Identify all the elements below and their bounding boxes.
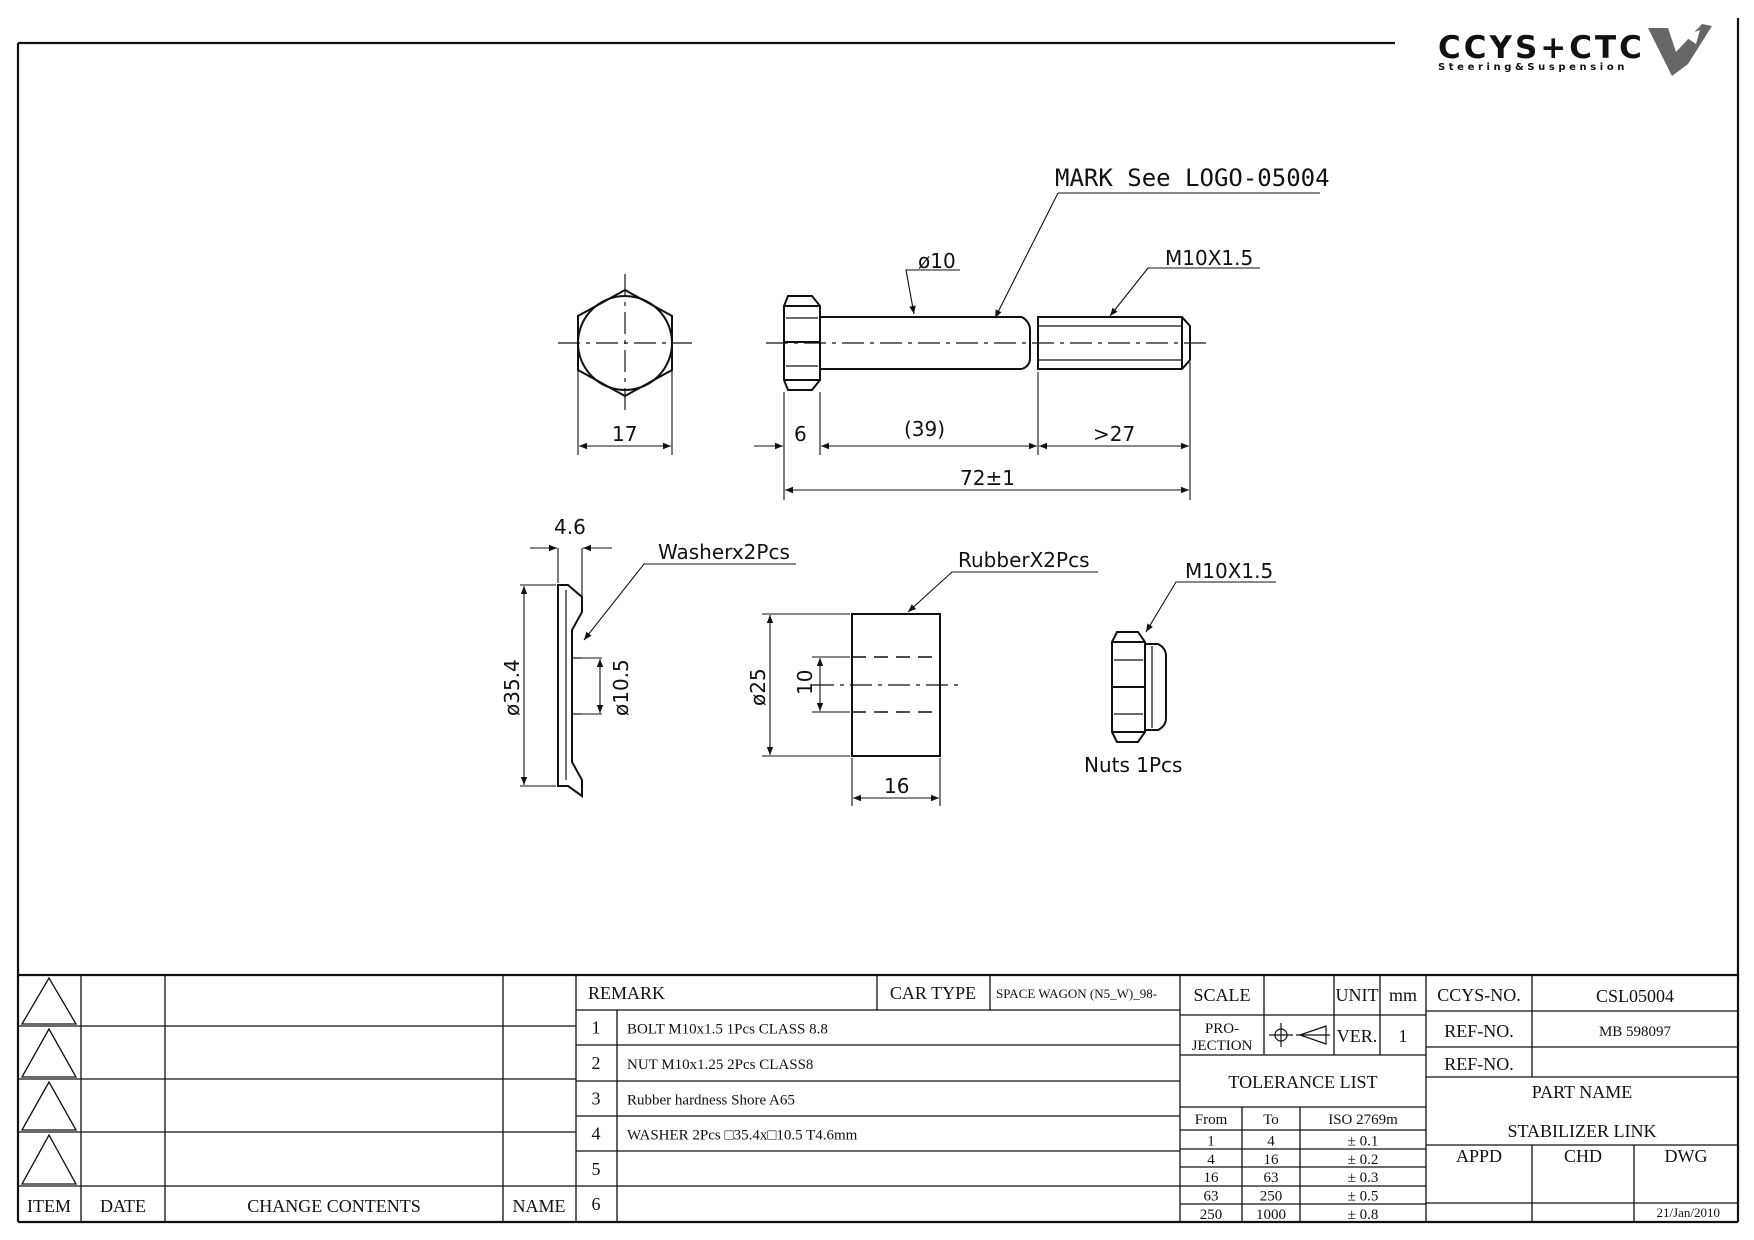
dim-rubber-od: ø25	[746, 668, 770, 706]
tolerance-cell-from: 16	[1204, 1170, 1220, 1186]
dim-washer-id: ø10.5	[609, 659, 633, 716]
remark-header: REMARK	[588, 983, 665, 1003]
tolerance-cell-to: 1000	[1256, 1207, 1286, 1223]
tolerance-cell-tol: ± 0.8	[1348, 1207, 1379, 1223]
revision-triangle-icon	[20, 1080, 78, 1131]
dim-washer-od: ø35.4	[500, 659, 524, 716]
callout-nuts: Nuts 1Pcs	[1084, 753, 1182, 777]
dwg-label: DWG	[1665, 1146, 1708, 1166]
tolerance-cell-tol: ± 0.3	[1348, 1170, 1379, 1186]
header-name: NAME	[513, 1196, 566, 1216]
remark-rows: 1 BOLT M10x1.5 1Pcs CLASS 8.8 2 NUT M10x1.2…	[592, 1018, 858, 1215]
title-block-right: CCYS-NO. CSL05004 REF-NO. MB 598097 REF-…	[1437, 985, 1720, 1220]
revision-triangle-icon	[20, 1133, 78, 1185]
tolerance-cell-tol: ± 0.5	[1348, 1189, 1379, 1205]
company-logo: CCYS+CTC Steering&Suspension	[1438, 24, 1712, 76]
dim-rubber-length: 16	[884, 774, 909, 798]
dim-overall-length: 72±1	[960, 466, 1015, 490]
appd-label: APPD	[1456, 1146, 1502, 1166]
dim-washer-thickness: 4.6	[554, 515, 586, 539]
scale-label: SCALE	[1193, 985, 1250, 1005]
remark-row-text: WASHER 2Pcs □35.4x□10.5 T4.6mm	[627, 1128, 858, 1144]
bolt-side-view: MARK See LOGO-05004 ø10 M10X1.5 6 (39) >…	[754, 164, 1330, 500]
callout-washer: Washerx2Pcs	[658, 540, 790, 564]
ref-no2-label: REF-NO.	[1444, 1054, 1514, 1074]
remark-row-number: 4	[592, 1124, 601, 1144]
callout-shank-dia: ø10	[918, 249, 956, 273]
remark-row-number: 1	[592, 1018, 601, 1038]
tolerance-header-to: To	[1263, 1112, 1279, 1128]
dim-hex-width: 17	[612, 422, 637, 446]
ver-label: VER.	[1337, 1026, 1378, 1046]
remark-row-text: Rubber hardness Shore A65	[627, 1092, 795, 1108]
remark-block: REMARK CAR TYPE SPACE WAGON (N5_W)_98- 1…	[588, 983, 1157, 1214]
header-item: ITEM	[27, 1196, 71, 1216]
tolerance-cell-from: 63	[1204, 1189, 1219, 1205]
logo-tagline: Steering&Suspension	[1438, 62, 1628, 73]
car-type-label: CAR TYPE	[890, 983, 976, 1003]
car-type-value: SPACE WAGON (N5_W)_98-	[996, 986, 1157, 1001]
tolerance-cell-to: 4	[1267, 1133, 1275, 1149]
tolerance-rows: 1 4 ± 0.1 4 16 ± 0.2 16 63 ± 0.3 63 250 ± 0.5 250 100…	[1200, 1133, 1379, 1223]
logo-swoosh-icon	[1648, 24, 1712, 76]
ccys-no-value: CSL05004	[1596, 986, 1674, 1006]
tolerance-header-std: ISO 2769m	[1328, 1112, 1398, 1128]
remark-row-number: 2	[592, 1053, 601, 1073]
first-angle-projection-icon	[1269, 1023, 1330, 1047]
tolerance-title: TOLERANCE LIST	[1228, 1072, 1377, 1092]
tolerance-cell-to: 16	[1264, 1152, 1280, 1168]
revision-triangles	[20, 976, 78, 1185]
callout-bolt-thread: M10X1.5	[1165, 246, 1253, 270]
unit-value: mm	[1389, 985, 1417, 1005]
bolt-head-end-view: 17	[558, 274, 692, 455]
remark-row-text: BOLT M10x1.5 1Pcs CLASS 8.8	[627, 1022, 828, 1038]
tolerance-header-from: From	[1195, 1112, 1228, 1128]
dim-head-height: 6	[794, 422, 807, 446]
ver-value: 1	[1399, 1026, 1408, 1046]
tolerance-cell-from: 1	[1207, 1133, 1215, 1149]
callout-rubber: RubberX2Pcs	[958, 548, 1090, 572]
header-date: DATE	[100, 1196, 146, 1216]
part-name-value: STABILIZER LINK	[1507, 1121, 1656, 1141]
spec-block: SCALE UNIT mm PRO- JECTION VER. 1 TOLERA…	[1192, 985, 1417, 1223]
revision-triangle-icon	[20, 976, 78, 1025]
drawing-date: 21/Jan/2010	[1656, 1205, 1720, 1220]
remark-row-number: 5	[592, 1159, 601, 1179]
part-name-label: PART NAME	[1532, 1082, 1632, 1102]
chd-label: CHD	[1564, 1146, 1602, 1166]
remark-row-text: NUT M10x1.25 2Pcs CLASS8	[627, 1057, 813, 1073]
logo-brand: CCYS+CTC	[1438, 30, 1645, 66]
rubber-bush-view: ø25 10 16 RubberX2Pcs	[746, 548, 1098, 806]
callout-mark: MARK See LOGO-05004	[1055, 164, 1330, 192]
header-change-contents: CHANGE CONTENTS	[247, 1196, 421, 1216]
ccys-no-label: CCYS-NO.	[1437, 985, 1521, 1005]
nut-side-view: M10X1.5 Nuts 1Pcs	[1084, 559, 1276, 777]
ref-no-label: REF-NO.	[1444, 1021, 1514, 1041]
tolerance-cell-to: 250	[1260, 1189, 1283, 1205]
revision-headers: ITEM DATE CHANGE CONTENTS NAME	[27, 1196, 566, 1216]
sheet-border	[16, 18, 1740, 1224]
revision-triangle-icon	[20, 1027, 78, 1078]
ref-no-value: MB 598097	[1599, 1024, 1672, 1040]
tolerance-cell-to: 63	[1264, 1170, 1279, 1186]
unit-label: UNIT	[1336, 985, 1379, 1005]
washer-section-view: 4.6 ø35.4 ø10.5 Washerx2Pcs	[500, 515, 796, 798]
remark-row-number: 3	[592, 1088, 601, 1108]
title-block-grid	[18, 973, 1738, 1222]
dim-rubber-id: 10	[793, 670, 817, 695]
callout-nut-thread: M10X1.5	[1185, 559, 1273, 583]
tolerance-cell-from: 250	[1200, 1207, 1223, 1223]
projection-label-2: JECTION	[1192, 1038, 1253, 1054]
dim-thread-length: >27	[1093, 422, 1135, 446]
tolerance-cell-tol: ± 0.1	[1348, 1133, 1379, 1149]
projection-label-1: PRO-	[1205, 1021, 1239, 1037]
tolerance-cell-from: 4	[1207, 1152, 1215, 1168]
dim-shank-length: (39)	[904, 417, 945, 441]
remark-row-number: 6	[592, 1194, 601, 1214]
tolerance-cell-tol: ± 0.2	[1348, 1152, 1379, 1168]
